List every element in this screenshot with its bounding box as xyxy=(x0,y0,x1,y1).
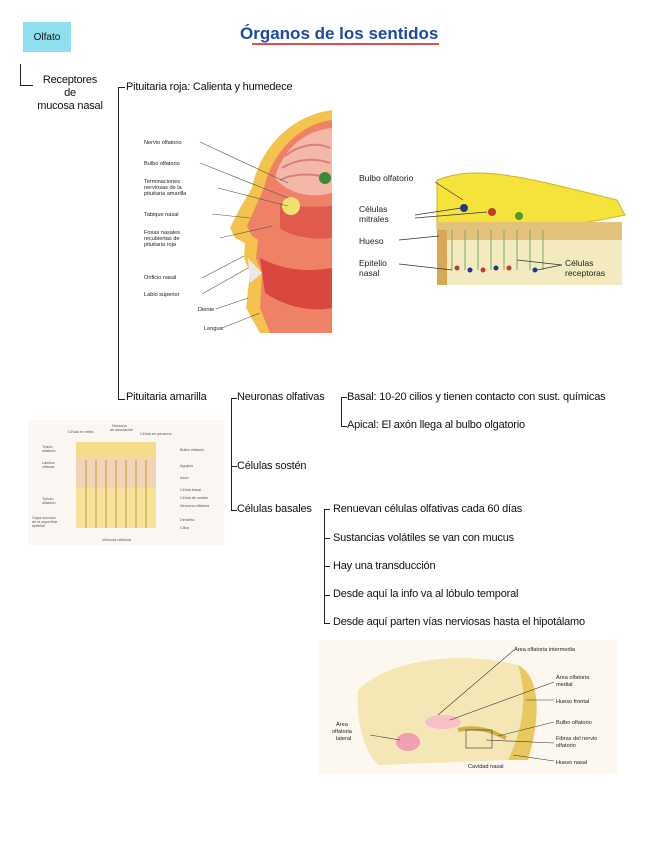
basales-item: Desde aquí parten vías nerviosas hasta e… xyxy=(333,616,585,628)
epi-label: Célula de sostén xyxy=(180,496,208,500)
bulb-label: Bulbo olfatorio xyxy=(359,173,414,183)
brain-label: lateral xyxy=(336,736,351,742)
epi-label: Bulbo olfatorio xyxy=(180,448,204,452)
epi-label: Neurona xyxy=(112,424,127,428)
branch-main xyxy=(118,87,119,400)
head-label: pituitaria amarilla xyxy=(144,191,187,197)
tick-b2 xyxy=(324,566,330,567)
tick-b1 xyxy=(324,538,330,539)
epi-label: de la superficie xyxy=(32,520,58,524)
epi-label: olfatorio xyxy=(42,449,56,453)
pituitaria-roja: Pituitaria roja: Calienta y humedece xyxy=(126,81,293,93)
epi-label: Célula en penacho xyxy=(140,432,172,436)
branch-amarilla-tick xyxy=(118,399,125,400)
head-section-figure: Nervio olfatorio Bulbo olfatorio Termina… xyxy=(144,110,332,333)
brain-label: olfatoria xyxy=(332,729,353,735)
epi-label: de asociación xyxy=(110,428,133,432)
epi-label: Tubulo xyxy=(42,497,53,501)
tick-sosten xyxy=(231,466,237,467)
celulas-sosten: Células sostén xyxy=(237,460,307,472)
celulas-basales: Células basales xyxy=(237,503,312,515)
topic-badge: Olfato xyxy=(23,22,71,52)
basal-text: Basal: 10-20 cilios y tienen contacto co… xyxy=(347,391,606,403)
epi-label: Célula basal xyxy=(180,488,201,492)
epi-label: Lámina xyxy=(42,461,55,465)
root-bracket-h xyxy=(20,85,33,86)
head-label: Labio superior xyxy=(144,292,180,298)
root-label-2: de xyxy=(64,87,76,99)
brain-label: Área xyxy=(336,721,349,728)
head-label: nerviosas de la xyxy=(144,185,183,191)
brain-label: Área olfatoria intermedia xyxy=(514,646,576,653)
bulb-label: Células xyxy=(359,204,387,214)
page-title: Órganos de los sentidos xyxy=(240,24,439,43)
brain-label: medial xyxy=(556,682,572,688)
epi-label: Tracto xyxy=(42,445,53,449)
brain-label: Bulbo olfatorio xyxy=(556,720,592,726)
head-label: Terminaciones xyxy=(144,179,180,185)
tick-b4 xyxy=(324,623,330,624)
head-label: recubiertas de xyxy=(144,236,179,242)
root-label-1: Receptores xyxy=(42,74,98,86)
brain-label: olfatorio xyxy=(556,743,576,749)
basales-item: Hay una transducción xyxy=(333,560,436,572)
branch-amarilla xyxy=(231,398,232,511)
tick-apical xyxy=(341,426,347,427)
basales-item: Desde aquí la info va al lóbulo temporal xyxy=(333,588,519,600)
brain-label: Hueso frontal xyxy=(556,699,589,705)
head-label: Bulbo olfatorio xyxy=(144,161,180,167)
head-label: Tabique nasal xyxy=(144,212,179,218)
pituitaria-amarilla: Pituitaria amarilla xyxy=(126,391,207,403)
epi-label: Neurona olfatoria xyxy=(180,504,210,508)
title-underline xyxy=(252,43,439,45)
head-label: Nervio olfatorio xyxy=(144,140,182,146)
epi-label: epitelial xyxy=(32,524,45,528)
branch-neuronas xyxy=(341,397,342,426)
head-label: Diente xyxy=(198,307,214,313)
epi-label: cribosa xyxy=(42,465,55,469)
epi-label: Dendrita xyxy=(180,518,195,522)
epi-label: Capa mucosa xyxy=(32,516,56,520)
tick-basales xyxy=(231,510,237,511)
head-label: Lengua xyxy=(204,326,224,332)
branch-roja-tick xyxy=(118,87,125,88)
tick-neuronas xyxy=(231,398,237,399)
basales-item: Renuevan células olfativas cada 60 días xyxy=(333,503,523,515)
brain-label: Fibras del nervio xyxy=(556,736,597,742)
brain-label: Hueso nasal xyxy=(556,760,587,766)
epi-label: Célula en mitra xyxy=(68,430,94,434)
root-bracket-v xyxy=(20,64,21,85)
epi-label: Vesícula olfatoria xyxy=(102,538,132,542)
epi-label: olfatorio xyxy=(42,501,56,505)
epi-label: Cilios xyxy=(180,526,189,530)
olfactory-epithelium-figure: Célula en mitra Neurona de asociación Cé… xyxy=(28,420,224,545)
bulb-label: Células xyxy=(565,258,593,268)
bulb-label: nasal xyxy=(359,268,379,278)
epi-label: Axón xyxy=(180,476,189,480)
brain-olfactory-figure: Área olfatoria intermedia Área olfatoria… xyxy=(318,640,618,774)
brain-label: Área olfatoria xyxy=(556,674,590,681)
olfactory-bulb-figure: Bulbo olfatorio Células mitrales Hueso E… xyxy=(359,172,626,285)
head-label: pituitaria roja xyxy=(144,242,177,248)
bulb-label: Hueso xyxy=(359,236,384,246)
brain-label: Cavidad nasal xyxy=(468,764,503,770)
tick-basal xyxy=(341,397,347,398)
bulb-label: Epitelio xyxy=(359,258,387,268)
basales-item: Sustancias volátiles se van con mucus xyxy=(333,532,514,544)
head-label: Orificio nasal xyxy=(144,275,176,281)
neuronas-olfativas: Neuronas olfativas xyxy=(237,391,325,403)
epi-label: Agujero xyxy=(180,464,193,468)
apical-text: Apical: El axón llega al bulbo olgatorio xyxy=(347,419,525,431)
tick-b3 xyxy=(324,595,330,596)
head-label: Fosas nasales xyxy=(144,230,180,236)
tick-b0 xyxy=(324,509,330,510)
root-label-3: mucosa nasal xyxy=(37,100,103,112)
bulb-label: mitrales xyxy=(359,214,389,224)
bulb-label: receptoras xyxy=(565,268,605,278)
